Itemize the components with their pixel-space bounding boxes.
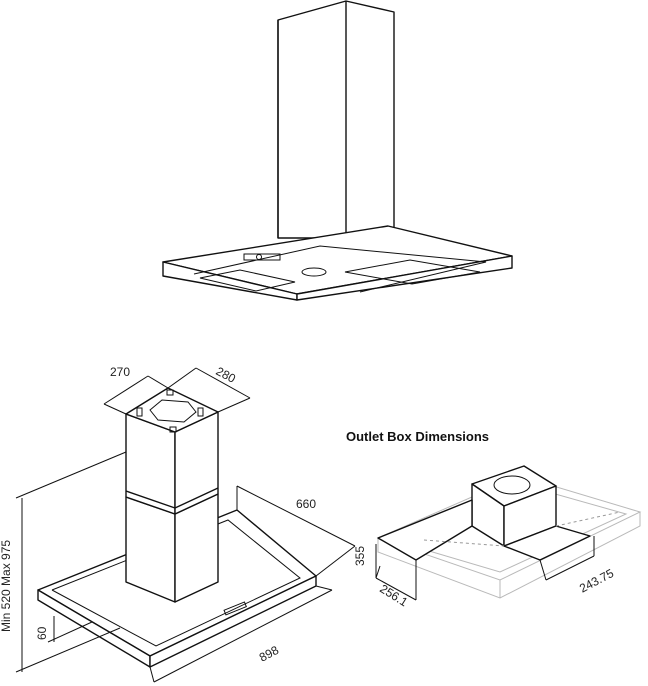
dim-355: 355 — [353, 546, 367, 566]
dim-898: 898 — [257, 643, 282, 665]
dim-280: 280 — [214, 364, 239, 386]
dim-243-75: 243.75 — [577, 566, 616, 596]
hood-dimension-view — [15, 367, 356, 683]
dim-height-range: Min 520 Max 975 — [0, 540, 13, 632]
outlet-box-title: Outlet Box Dimensions — [346, 429, 489, 444]
dim-660: 660 — [296, 497, 316, 511]
dim-60: 60 — [35, 626, 49, 640]
dim-256-1: 256.1 — [377, 581, 410, 609]
dim-270: 270 — [110, 365, 130, 379]
outlet-box-view — [375, 465, 642, 601]
hood-perspective-view — [162, 0, 513, 301]
